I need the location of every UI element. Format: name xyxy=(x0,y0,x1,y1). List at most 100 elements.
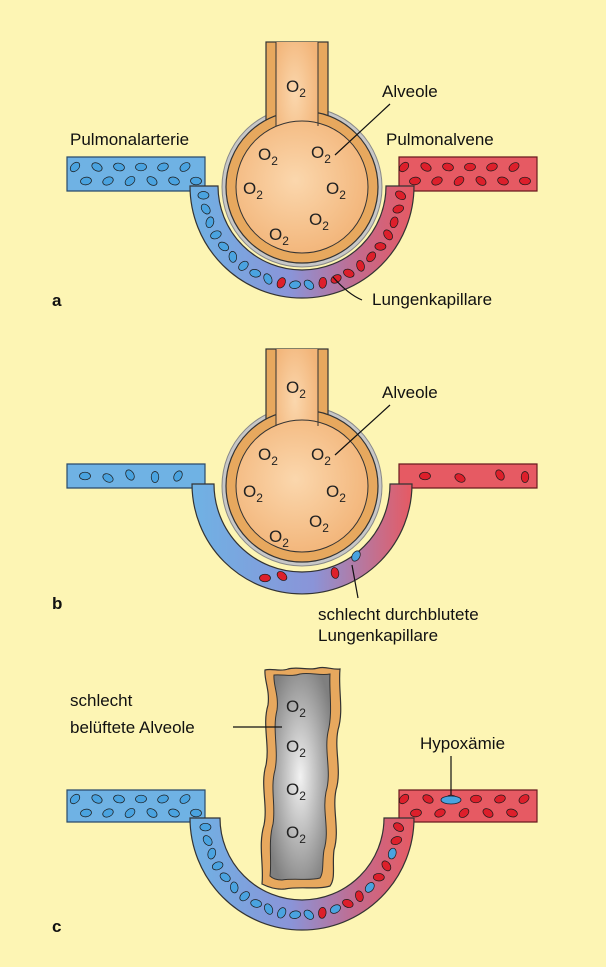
o2-label: O2 xyxy=(326,179,346,202)
red-blood-cell xyxy=(318,276,327,289)
red-blood-cells-a xyxy=(69,161,531,290)
red-blood-cell xyxy=(434,808,446,818)
red-blood-cell xyxy=(508,162,520,172)
red-blood-cell xyxy=(91,162,103,172)
o2-label: O2 xyxy=(326,482,346,505)
red-blood-cell xyxy=(124,808,136,818)
red-blood-cell xyxy=(124,176,136,186)
red-blood-cell xyxy=(303,279,315,290)
label-kapillare-line2: Lungenkapillare xyxy=(318,626,438,645)
red-blood-cell xyxy=(289,910,301,919)
red-blood-cell xyxy=(207,847,217,860)
label-pulmonalarterie: Pulmonalarterie xyxy=(70,130,189,149)
red-blood-cell xyxy=(157,794,169,804)
red-blood-cell xyxy=(79,471,91,481)
red-blood-cell xyxy=(276,277,286,289)
red-blood-cell xyxy=(202,835,213,846)
red-blood-cell xyxy=(395,190,406,201)
red-blood-cell xyxy=(389,216,399,229)
red-blood-cell xyxy=(372,873,385,882)
red-blood-cell xyxy=(125,469,135,481)
red-blood-cell xyxy=(398,161,410,173)
panel-letter-b: b xyxy=(52,594,62,613)
red-blood-cell xyxy=(91,794,103,804)
o2-label: O2 xyxy=(258,445,278,468)
red-blood-cell xyxy=(276,571,288,581)
red-blood-cell xyxy=(173,470,183,482)
o2-label: O2 xyxy=(311,445,331,468)
red-blood-cell xyxy=(218,241,230,252)
label-alveole-line1: schlecht xyxy=(70,691,133,710)
red-blood-cell xyxy=(197,191,210,200)
red-blood-cell xyxy=(157,162,169,172)
red-blood-cell xyxy=(520,471,530,483)
o2-label: O2 xyxy=(269,527,289,550)
red-blood-cell xyxy=(342,899,354,908)
red-blood-cell xyxy=(343,268,355,278)
red-blood-cell xyxy=(211,861,224,871)
red-blood-cell xyxy=(422,794,434,804)
red-blood-cell xyxy=(250,899,262,908)
red-blood-cell xyxy=(150,471,160,483)
red-blood-cell xyxy=(494,794,506,804)
red-blood-cell xyxy=(228,250,238,263)
red-blood-cell xyxy=(497,176,509,186)
red-blood-cell xyxy=(374,242,387,251)
red-blood-cell xyxy=(230,881,239,894)
red-blood-cell xyxy=(464,162,476,172)
red-blood-cell xyxy=(486,162,498,172)
red-blood-cell xyxy=(470,794,482,804)
red-blood-cell xyxy=(475,176,487,186)
red-blood-cell xyxy=(80,176,92,186)
red-blood-cell xyxy=(210,230,222,240)
panel-b: O2 O2 O2 O2 O2 O2 O2 Alveole schlecht du… xyxy=(52,348,538,645)
red-blood-cell xyxy=(442,162,454,172)
o2-label: O2 xyxy=(286,378,306,401)
panel-a: O2 O2 O2 O2 O2 O2 O2 Alveole Pulmonalart… xyxy=(52,41,538,310)
red-blood-cell xyxy=(264,903,274,915)
o2-label: O2 xyxy=(286,780,306,803)
red-blood-cell xyxy=(179,794,191,804)
red-blood-cell xyxy=(366,251,377,263)
red-blood-cell xyxy=(356,260,365,272)
red-blood-cell xyxy=(168,176,180,186)
red-blood-cell xyxy=(420,162,432,172)
red-blood-cell xyxy=(454,473,466,483)
red-blood-cell xyxy=(330,567,340,579)
panel-letter-c: c xyxy=(52,917,61,936)
red-blood-cells-c xyxy=(69,793,530,920)
red-blood-cell xyxy=(381,860,392,872)
red-blood-cell xyxy=(200,203,211,215)
red-blood-cell xyxy=(495,469,505,481)
red-blood-cell xyxy=(277,907,287,919)
red-blood-cell xyxy=(199,822,212,832)
red-blood-cell xyxy=(146,808,158,818)
o2-label: O2 xyxy=(286,697,306,720)
red-blood-cell xyxy=(135,794,147,804)
label-kapillare-line1: schlecht durchblutete xyxy=(318,605,479,624)
red-blood-cell xyxy=(102,808,114,818)
red-blood-cell xyxy=(289,280,301,289)
red-blood-cell xyxy=(364,882,375,893)
red-blood-cell xyxy=(409,176,421,186)
red-blood-cell xyxy=(259,573,271,583)
red-blood-cell xyxy=(80,808,92,818)
red-blood-cell xyxy=(113,794,125,804)
red-blood-cell xyxy=(249,269,262,278)
red-blood-cell xyxy=(190,176,202,186)
red-blood-cell xyxy=(355,890,364,902)
red-blood-cell xyxy=(392,204,404,214)
red-blood-cell xyxy=(303,909,314,920)
o2-label: O2 xyxy=(309,512,329,535)
label-alveole: Alveole xyxy=(382,383,438,402)
collapsed-alveole xyxy=(260,666,342,890)
red-blood-cell xyxy=(146,176,158,186)
red-blood-cell xyxy=(393,822,404,832)
red-blood-cell xyxy=(69,793,81,805)
o2-label: O2 xyxy=(286,737,306,760)
o2-label: O2 xyxy=(258,145,278,168)
red-blood-cell xyxy=(135,162,147,172)
red-blood-cell xyxy=(518,794,530,804)
red-blood-cell xyxy=(383,229,393,241)
red-blood-cell xyxy=(410,808,422,818)
